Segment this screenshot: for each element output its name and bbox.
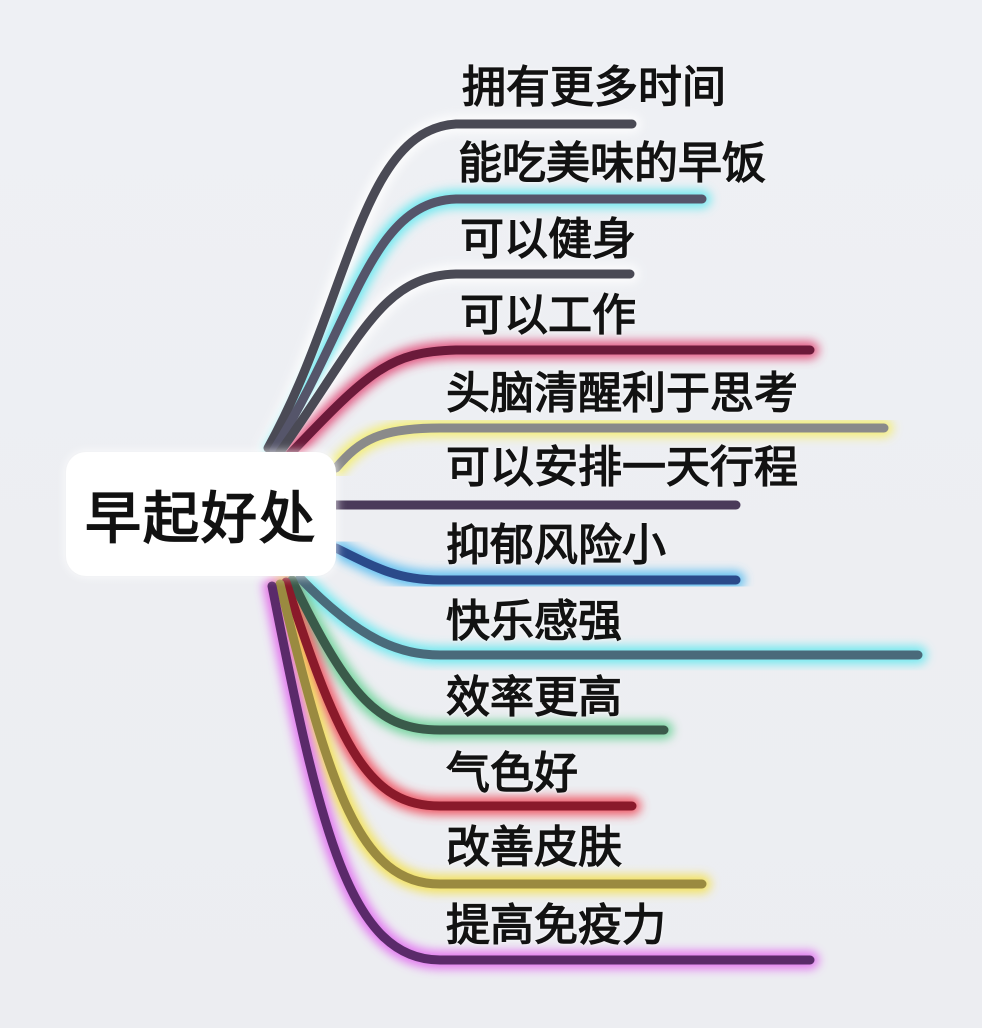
- branch-line-immunity: [267, 581, 815, 965]
- branch-line-skin: [275, 579, 707, 889]
- branch-line-low-depression: [331, 543, 741, 585]
- branch-line-breakfast: [269, 194, 707, 455]
- branch-line-clear-mind: [331, 423, 889, 473]
- branch-line-complexion: [281, 577, 637, 811]
- branch-label-happiness: 快乐感强: [446, 596, 622, 647]
- branch-label-exercise: 可以健身: [460, 214, 636, 265]
- branch-label-more-time: 拥有更多时间: [462, 62, 726, 113]
- branch-label-efficiency: 效率更高: [446, 672, 622, 723]
- branch-label-work: 可以工作: [460, 290, 636, 341]
- branch-label-low-depression: 抑郁风险小: [446, 520, 666, 571]
- branch-label-clear-mind: 头脑清醒利于思考: [446, 368, 798, 419]
- branch-label-skin: 改善皮肤: [446, 822, 622, 873]
- branch-label-breakfast: 能吃美味的早饭: [458, 138, 766, 189]
- branch-line-happiness: [295, 573, 923, 660]
- branch-line-more-time: [263, 119, 637, 453]
- branch-line-efficiency: [287, 575, 669, 735]
- branch-label-plan-day: 可以安排一天行程: [446, 442, 798, 493]
- branch-label-immunity: 提高免疫力: [446, 900, 666, 951]
- branch-line-work: [285, 345, 815, 459]
- root-label: 早起好处: [85, 486, 317, 552]
- branch-line-exercise: [275, 269, 635, 457]
- branch-label-complexion: 气色好: [446, 748, 578, 799]
- root-node: 早起好处: [66, 452, 336, 576]
